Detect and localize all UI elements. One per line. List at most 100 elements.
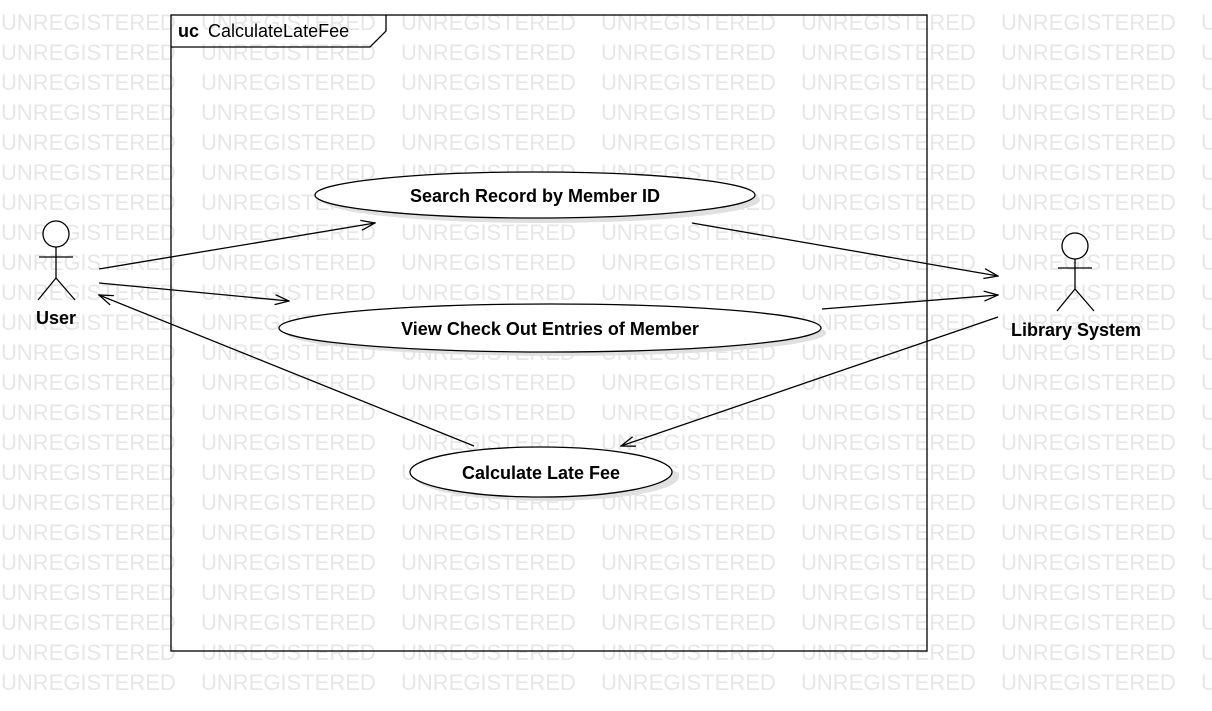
watermark-text: UNREGISTERED <box>601 130 776 155</box>
watermark-text: UNREGISTERED <box>601 100 776 125</box>
watermark-text: UNREGISTERED <box>1201 40 1212 65</box>
watermark-text: UNREGISTERED <box>1 550 176 575</box>
watermark-text: UNREGISTERED <box>801 370 976 395</box>
watermark-text: UNREGISTERED <box>201 640 376 665</box>
watermark-text: UNREGISTERED <box>201 250 376 275</box>
watermark-text: UNREGISTERED <box>1201 190 1212 215</box>
use-case-calculate[interactable]: Calculate Late Fee <box>409 446 679 501</box>
watermark-text: UNREGISTERED <box>401 40 576 65</box>
watermark-text: UNREGISTERED <box>801 250 976 275</box>
watermark-text: UNREGISTERED <box>1201 160 1212 185</box>
watermark-text: UNREGISTERED <box>801 460 976 485</box>
assoc-search-library[interactable] <box>691 222 998 276</box>
watermark-text: UNREGISTERED <box>1 250 176 275</box>
watermark-text: UNREGISTERED <box>801 340 976 365</box>
watermark-text: UNREGISTERED <box>401 220 576 245</box>
watermark-text: UNREGISTERED <box>1 130 176 155</box>
watermark-text: UNREGISTERED <box>801 580 976 605</box>
watermark-text: UNREGISTERED <box>201 550 376 575</box>
watermark-text: UNREGISTERED <box>1001 10 1176 35</box>
assoc-user-search[interactable] <box>98 223 375 270</box>
watermark-text: UNREGISTERED <box>201 580 376 605</box>
watermark-text: UNREGISTERED <box>201 10 376 35</box>
watermark-text: UNREGISTERED <box>601 370 776 395</box>
watermark-text: UNREGISTERED <box>401 520 576 545</box>
watermark-text: UNREGISTERED <box>1201 550 1212 575</box>
assoc-view-library[interactable] <box>821 295 998 310</box>
watermark-text: UNREGISTERED <box>1 310 176 335</box>
watermark-text: UNREGISTERED <box>601 250 776 275</box>
use-case-view[interactable]: View Check Out Entries of Member <box>278 303 826 356</box>
watermark-text: UNREGISTERED <box>601 610 776 635</box>
watermark-text: UNREGISTERED <box>1 160 176 185</box>
watermark-text: UNREGISTERED <box>1201 670 1212 695</box>
frame-name: CalculateLateFee <box>208 21 349 41</box>
watermark-text: UNREGISTERED <box>801 670 976 695</box>
use-case-search[interactable]: Search Record by Member ID <box>314 171 760 223</box>
watermark-text: UNREGISTERED <box>201 430 376 455</box>
watermark-text: UNREGISTERED <box>1201 520 1212 545</box>
watermark-text: UNREGISTERED <box>1001 490 1176 515</box>
watermark-text: UNREGISTERED <box>401 70 576 95</box>
watermark-text: UNREGISTERED <box>1 40 176 65</box>
watermark-text: UNREGISTERED <box>1001 70 1176 95</box>
watermark-text: UNREGISTERED <box>1001 400 1176 425</box>
assoc-calculate-user[interactable] <box>99 295 475 447</box>
watermark-text: UNREGISTERED <box>1201 130 1212 155</box>
watermark-text: UNREGISTERED <box>1001 520 1176 545</box>
actor-library-system-label: Library System <box>1011 320 1141 340</box>
watermark-text: UNREGISTERED <box>801 160 976 185</box>
watermark-text: UNREGISTERED <box>1001 250 1176 275</box>
watermark-text: UNREGISTERED <box>401 100 576 125</box>
watermark-text: UNREGISTERED <box>801 610 976 635</box>
watermark-text: UNREGISTERED <box>801 310 976 335</box>
watermark-text: UNREGISTERED <box>1 610 176 635</box>
watermark-text: UNREGISTERED <box>601 280 776 305</box>
watermark-text: UNREGISTERED <box>1001 190 1176 215</box>
watermark-text: UNREGISTERED <box>601 400 776 425</box>
watermark-text: UNREGISTERED <box>1 370 176 395</box>
watermark-text: UNREGISTERED <box>401 610 576 635</box>
watermark-text: UNREGISTERED <box>401 370 576 395</box>
watermark-layer: UNREGISTERED UNREGISTERED UNREGISTERED UNRE… <box>1 10 1212 695</box>
watermark-text: UNREGISTERED <box>1001 460 1176 485</box>
watermark-text: UNREGISTERED <box>201 100 376 125</box>
watermark-text: UNREGISTERED <box>1201 400 1212 425</box>
watermark-text: UNREGISTERED <box>1 190 176 215</box>
assoc-library-calculate[interactable] <box>621 316 999 446</box>
watermark-text: UNREGISTERED <box>1201 640 1212 665</box>
watermark-text: UNREGISTERED <box>801 640 976 665</box>
actor-library-system[interactable]: Library System <box>1011 232 1141 340</box>
watermark-text: UNREGISTERED <box>801 220 976 245</box>
watermark-text: UNREGISTERED <box>601 430 776 455</box>
watermark-text: UNREGISTERED <box>801 280 976 305</box>
watermark-text: UNREGISTERED <box>1001 220 1176 245</box>
watermark-text: UNREGISTERED <box>601 550 776 575</box>
watermark-text: UNREGISTERED <box>601 40 776 65</box>
watermark-text: UNREGISTERED <box>401 130 576 155</box>
watermark-text: UNREGISTERED <box>1201 370 1212 395</box>
use-case-calculate-label: Calculate Late Fee <box>462 463 620 483</box>
watermark-text: UNREGISTERED <box>401 670 576 695</box>
watermark-text: UNREGISTERED <box>601 70 776 95</box>
watermark-text: UNREGISTERED <box>601 670 776 695</box>
watermark-text: UNREGISTERED <box>201 370 376 395</box>
watermark-text: UNREGISTERED <box>201 130 376 155</box>
watermark-text: UNREGISTERED <box>401 400 576 425</box>
watermark-text: UNREGISTERED <box>1001 280 1176 305</box>
watermark-text: UNREGISTERED <box>201 220 376 245</box>
system-frame[interactable]: uc CalculateLateFee <box>170 14 928 652</box>
watermark-text: UNREGISTERED <box>1 340 176 365</box>
watermark-text: UNREGISTERED <box>401 640 576 665</box>
assoc-user-view[interactable] <box>98 282 289 301</box>
watermark-text: UNREGISTERED <box>201 400 376 425</box>
watermark-text: UNREGISTERED <box>401 280 576 305</box>
watermark-text: UNREGISTERED <box>401 580 576 605</box>
watermark-text: UNREGISTERED <box>201 160 376 185</box>
actor-user[interactable]: User <box>36 220 76 328</box>
watermark-text: UNREGISTERED <box>1 10 176 35</box>
watermark-text: UNREGISTERED <box>801 100 976 125</box>
watermark-text: UNREGISTERED <box>601 640 776 665</box>
watermark-text: UNREGISTERED <box>1 100 176 125</box>
watermark-text: UNREGISTERED <box>601 580 776 605</box>
